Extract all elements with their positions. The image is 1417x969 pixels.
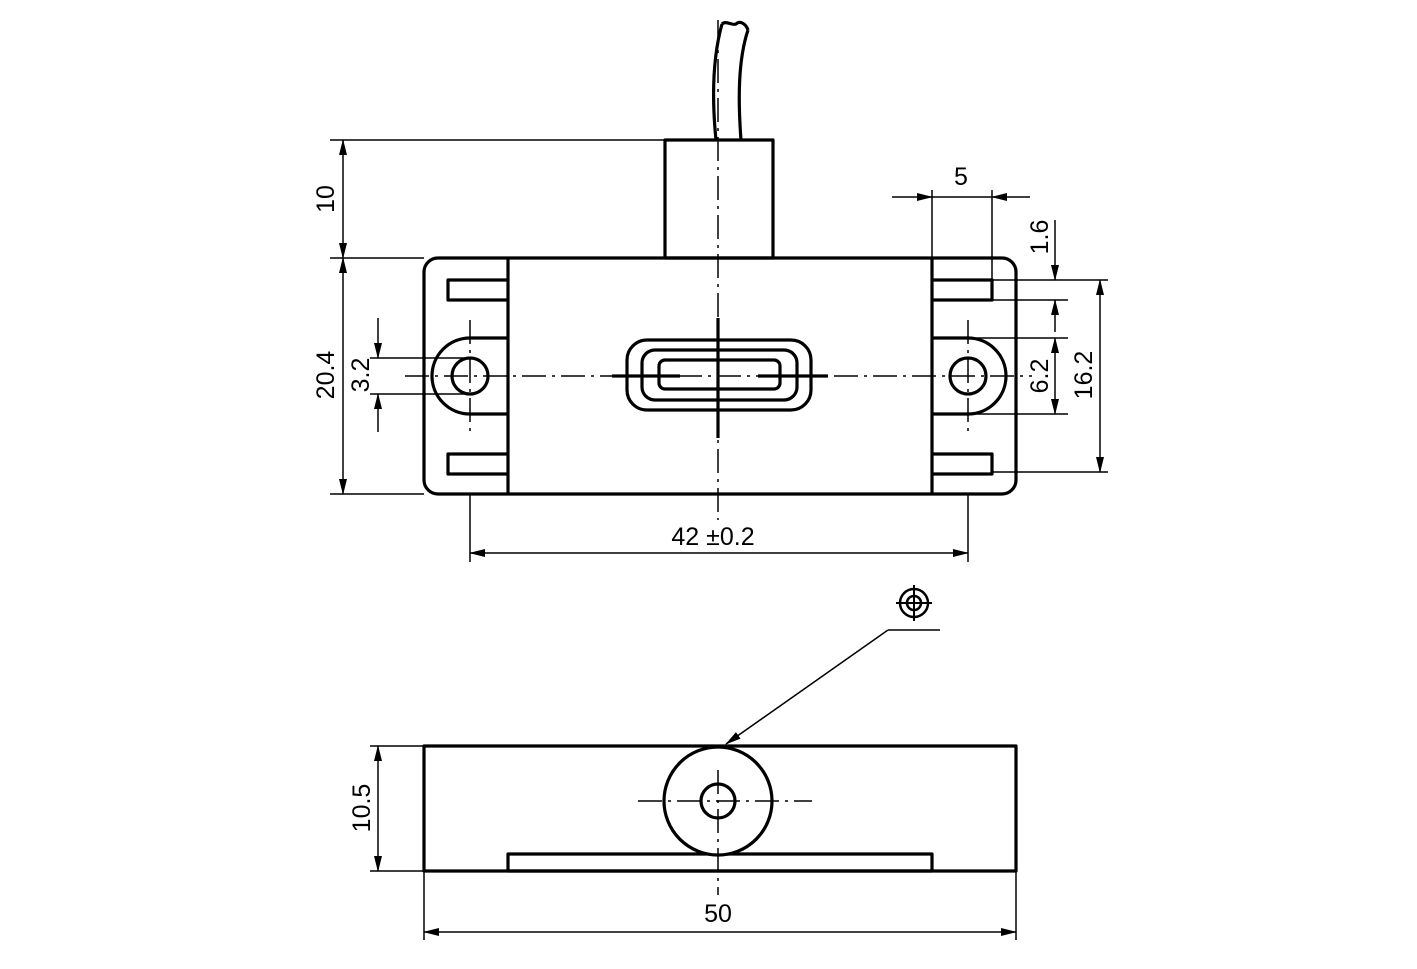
dim-16-2: 16.2 (1070, 351, 1098, 400)
dim-10: 10 (312, 185, 340, 213)
side-view-dimensions: 10.5 50 (348, 745, 1017, 940)
top-view (405, 20, 1032, 520)
dim-42: 42 ±0.2 (671, 523, 754, 551)
dim-6-2: 6.2 (1026, 359, 1054, 394)
dim-20-4: 20.4 (312, 351, 340, 400)
sensing-face-leader (725, 629, 889, 745)
dim-1-6: 1.6 (1026, 220, 1054, 255)
dim-5: 5 (954, 163, 968, 191)
cable (711, 20, 750, 141)
sensing-face-target-icon (896, 585, 932, 621)
right-mounting-hole (948, 356, 988, 396)
top-view-dimensions: 10 20.4 3.2 5 1.6 6.2 16.2 42 ±0.2 (312, 139, 1108, 562)
cable-boot (663, 138, 775, 260)
left-mounting-ear (430, 336, 508, 416)
dim-10-5: 10.5 (348, 784, 376, 833)
sensing-face-marking (612, 318, 828, 438)
mounting-slots (446, 278, 994, 476)
dim-3-2: 3.2 (347, 358, 375, 393)
dim-50: 50 (704, 900, 732, 928)
side-view (422, 585, 1018, 895)
